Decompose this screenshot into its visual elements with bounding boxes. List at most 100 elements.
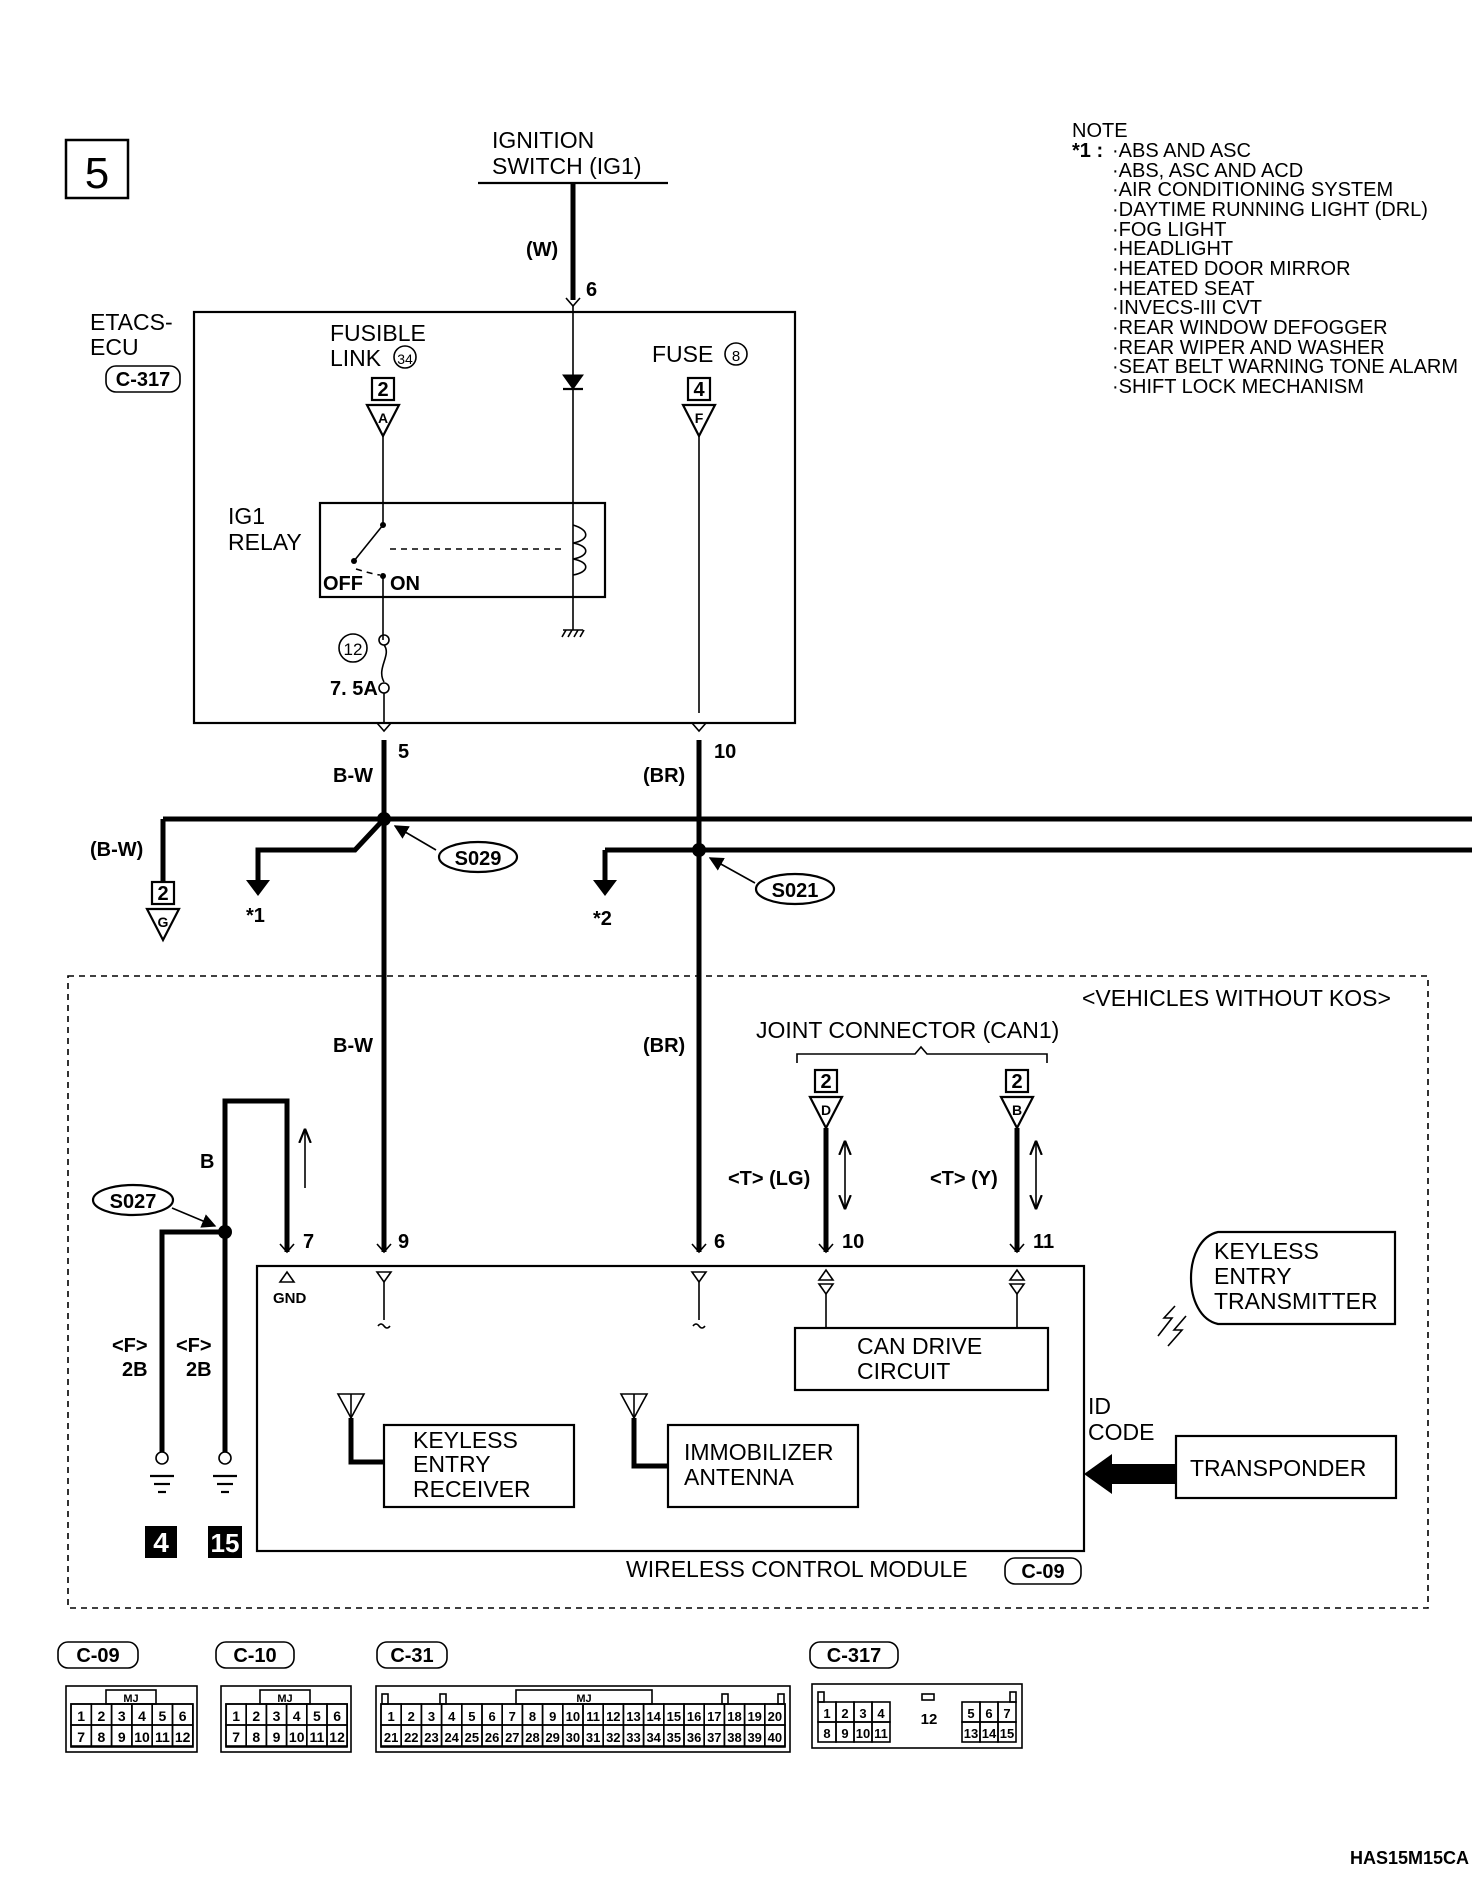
connector-pin-number: 11: [874, 1726, 888, 1741]
fuse12-number-circle: [338, 633, 368, 663]
ref-1: *1: [246, 905, 265, 927]
connector-pin-number: 3: [428, 1709, 435, 1724]
connector-pin-number: 2: [98, 1708, 106, 1724]
note-item: ·ABS, ASC AND ACD: [1112, 160, 1303, 182]
connector-pin-number: 13: [964, 1726, 978, 1741]
wire-color-w: (W): [526, 239, 558, 261]
id-code-arrow: [1084, 1454, 1176, 1494]
diode: [562, 374, 584, 390]
note-item: ·SHIFT LOCK MECHANISM: [1112, 376, 1364, 398]
ground-symbol-4: 4: [145, 1451, 177, 1558]
connector-pin-number: 11: [309, 1729, 324, 1745]
connector-pin-cell: [326, 1724, 349, 1747]
svg-text:2: 2: [1011, 1071, 1022, 1093]
wire-color-t-lg: <T> (LG): [728, 1168, 810, 1190]
connector-pin-cell: [871, 1721, 891, 1743]
connector-pin-number: 7: [77, 1729, 85, 1745]
connector-pin-number: 1: [232, 1708, 240, 1724]
etacs-pin-10: 10: [714, 741, 736, 763]
chassis-ground-symbol: [561, 629, 585, 638]
module-pin-10: 10: [842, 1231, 864, 1253]
can-drive-label-2: CIRCUIT: [857, 1358, 950, 1384]
svg-text:S027: S027: [110, 1191, 157, 1213]
svg-text:S029: S029: [455, 848, 502, 870]
connector-pin-number: 40: [768, 1730, 782, 1745]
note-item: ·DAYTIME RUNNING LIGHT (DRL): [1112, 199, 1428, 221]
module-connector-tag: C-09: [1004, 1557, 1082, 1585]
connector-pin-cell: [763, 1724, 786, 1747]
figure-code: HAS15M15CA: [1350, 1848, 1469, 1868]
connector-pin-number: 39: [747, 1730, 761, 1745]
etacs-connector-tag: C-317: [105, 365, 181, 393]
svg-text:B: B: [1012, 1102, 1022, 1118]
connector-pin-number: 8: [529, 1709, 536, 1724]
etacs-pin-6: 6: [586, 279, 597, 301]
fusible-link-label-2: LINK: [330, 345, 382, 371]
connector-pin-number: 10: [134, 1729, 150, 1745]
connector-pin-number: 13: [626, 1709, 640, 1724]
wire-color-bw-mid: B-W: [333, 1035, 373, 1057]
connector-pin-number: 33: [626, 1730, 640, 1745]
connector-pin-number: 12: [606, 1709, 620, 1724]
svg-text:C-09: C-09: [1021, 1561, 1064, 1583]
connector-pin-number: 35: [667, 1730, 681, 1745]
keyless-receiver-label-3: RECEIVER: [413, 1476, 531, 1502]
vehicles-without-kos-box: [67, 975, 1429, 1609]
connector-pin-number: 10: [566, 1709, 580, 1724]
fusible-link-number: 34: [397, 351, 413, 367]
connector-pin-number: 1: [387, 1709, 394, 1724]
svg-text:A: A: [378, 410, 388, 426]
connector-pin-number: 5: [468, 1709, 475, 1724]
connector-pin-number: 21: [384, 1730, 398, 1745]
svg-text:MJ: MJ: [277, 1693, 292, 1705]
module-pin-7: 7: [303, 1231, 314, 1253]
connector-pin-number: 4: [293, 1708, 301, 1724]
connector-pin-number: 6: [985, 1706, 992, 1721]
connector-d: 2 D: [808, 1068, 844, 1131]
transponder-label: TRANSPONDER: [1190, 1455, 1366, 1481]
page-number-box: 5: [64, 138, 130, 200]
relay-off-label: OFF: [323, 573, 363, 595]
note-item: ·INVECS-III CVT: [1112, 297, 1262, 319]
svg-text:D: D: [821, 1102, 831, 1118]
connector-pin-number: 28: [525, 1730, 539, 1745]
note-item: ·SEAT BELT WARNING TONE ALARM: [1112, 356, 1458, 378]
wire-color-b: B: [200, 1151, 214, 1173]
immobilizer-antenna-box: [666, 1423, 860, 1509]
wire-color-f-left-1: <F>: [112, 1335, 148, 1357]
transmitter-label-1: KEYLESS: [1214, 1238, 1319, 1264]
connector-pin-number: 34: [646, 1730, 661, 1745]
connector-pin-number: 7: [509, 1709, 516, 1724]
connector-pin-number: 11: [155, 1729, 170, 1745]
joint-connector-label: JOINT CONNECTOR (CAN1): [756, 1017, 1059, 1043]
connector-pin-number: 1: [823, 1706, 830, 1721]
ground-symbol-15: 15: [208, 1451, 242, 1558]
connector-pin-number: 38: [727, 1730, 741, 1745]
svg-text:12: 12: [921, 1711, 938, 1728]
fuse-number: 8: [732, 348, 740, 365]
keyless-receiver-label-1: KEYLESS: [413, 1427, 518, 1453]
connector-pin-number: 29: [545, 1730, 559, 1745]
connector-pin-number: 7: [1003, 1706, 1010, 1721]
note-item: ·HEADLIGHT: [1112, 238, 1233, 260]
connector-pin-number: 4: [138, 1708, 146, 1724]
wire-color-f-right-1: <F>: [176, 1335, 212, 1357]
id-code-label-1: ID: [1088, 1393, 1111, 1419]
splice-s027: S027: [91, 1183, 217, 1228]
connector-pin-number: 2: [408, 1709, 415, 1724]
keyless-receiver-label-2: ENTRY: [413, 1451, 491, 1477]
connector-pin-number: 11: [586, 1709, 600, 1724]
svg-text:4: 4: [693, 379, 705, 401]
connector-pin-number: 23: [424, 1730, 438, 1745]
note-item: ·FOG LIGHT: [1112, 219, 1226, 241]
connector-pin-number: 6: [488, 1709, 495, 1724]
connector-pin-number: 14: [982, 1726, 997, 1741]
connector-pin-number: 8: [98, 1729, 106, 1745]
connector-pin-number: 8: [823, 1726, 830, 1741]
wireless-control-module-box: [255, 1264, 1086, 1553]
connector-pin-number: 8: [252, 1729, 260, 1745]
connector-b: 2 B: [999, 1068, 1035, 1131]
receiver-antenna-icon: [336, 1393, 384, 1465]
relay-coil: [572, 524, 587, 576]
